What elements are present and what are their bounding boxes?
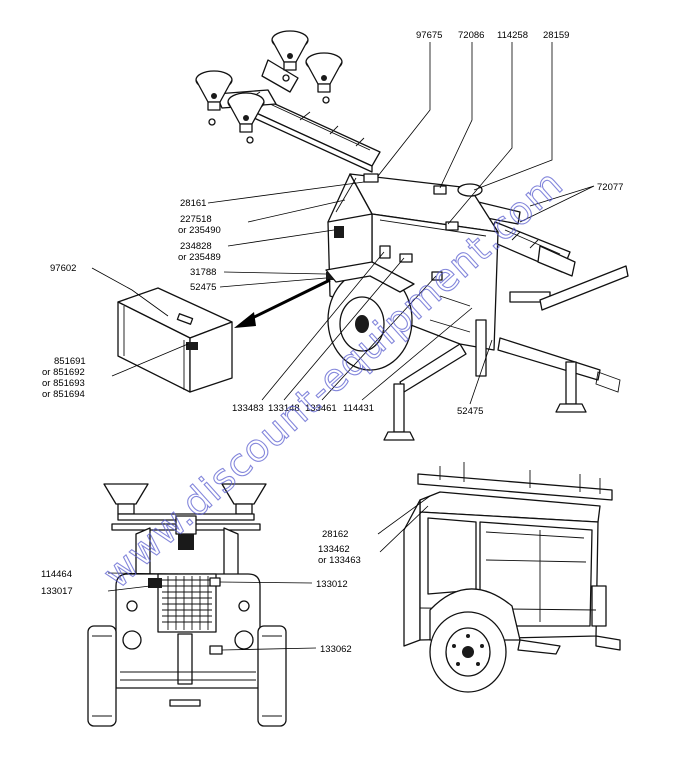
- lamp-head: [227, 92, 265, 144]
- top-part-labels: 97675 72086 114258 28159 72077 28161 227…: [42, 30, 623, 417]
- side-view: 28162 133462 or 133463: [318, 462, 621, 693]
- label-851691-alt3: or 851694: [42, 389, 85, 400]
- rear-part-labels: 114464 133017 133012 133062: [41, 569, 352, 655]
- label-114258: 114258: [497, 30, 528, 41]
- outriggers: [383, 265, 629, 441]
- lamp-head: [271, 30, 309, 82]
- label-133148: 133148: [268, 403, 300, 414]
- label-133017: 133017: [41, 586, 73, 597]
- label-851691-alt2: or 851693: [42, 378, 85, 389]
- label-851691: 851691: [54, 356, 86, 367]
- rear-leader-lines: [107, 572, 317, 651]
- side-body: [403, 462, 621, 651]
- label-72077: 72077: [597, 182, 623, 193]
- label-227518-alt: or 235490: [178, 225, 221, 236]
- label-227518: 227518: [180, 214, 212, 225]
- rear-wheels: [87, 625, 287, 727]
- label-234828-alt: or 235489: [178, 252, 221, 263]
- label-133483: 133483: [232, 403, 264, 414]
- label-851691-alt1: or 851692: [42, 367, 85, 378]
- lamp-head: [305, 52, 343, 104]
- label-133012: 133012: [316, 579, 348, 590]
- top-leader-lines: [91, 42, 595, 405]
- generator-enclosure-detail: [117, 287, 233, 393]
- side-part-labels: 28162 133462 or 133463: [318, 529, 361, 566]
- label-133062: 133062: [320, 644, 352, 655]
- label-234828: 234828: [180, 241, 212, 252]
- callout-arrow: [234, 278, 331, 328]
- label-52475-bottom: 52475: [457, 406, 483, 417]
- label-133462-alt: or 133463: [318, 555, 361, 566]
- label-97675: 97675: [416, 30, 442, 41]
- label-72086: 72086: [458, 30, 484, 41]
- side-wheel: [429, 588, 561, 693]
- rear-view: 114464 133017 133012 133062: [41, 483, 352, 727]
- label-114431: 114431: [343, 403, 374, 414]
- top-isometric-view: 97675 72086 114258 28159 72077 28161 227…: [42, 30, 629, 441]
- label-28161: 28161: [180, 198, 206, 209]
- label-28162: 28162: [322, 529, 348, 540]
- label-114464: 114464: [41, 569, 72, 580]
- rear-body: [115, 527, 261, 707]
- rear-grille: [162, 576, 212, 630]
- rear-lamp-heads: [103, 483, 267, 550]
- side-leader-lines: [377, 495, 431, 553]
- lamp-heads: [195, 30, 343, 144]
- label-28159: 28159: [543, 30, 569, 41]
- label-133462: 133462: [318, 544, 350, 555]
- label-52475-left: 52475: [190, 282, 216, 293]
- label-97602: 97602: [50, 263, 76, 274]
- label-133461: 133461: [305, 403, 337, 414]
- label-31788: 31788: [190, 267, 216, 278]
- lamp-head: [195, 70, 233, 126]
